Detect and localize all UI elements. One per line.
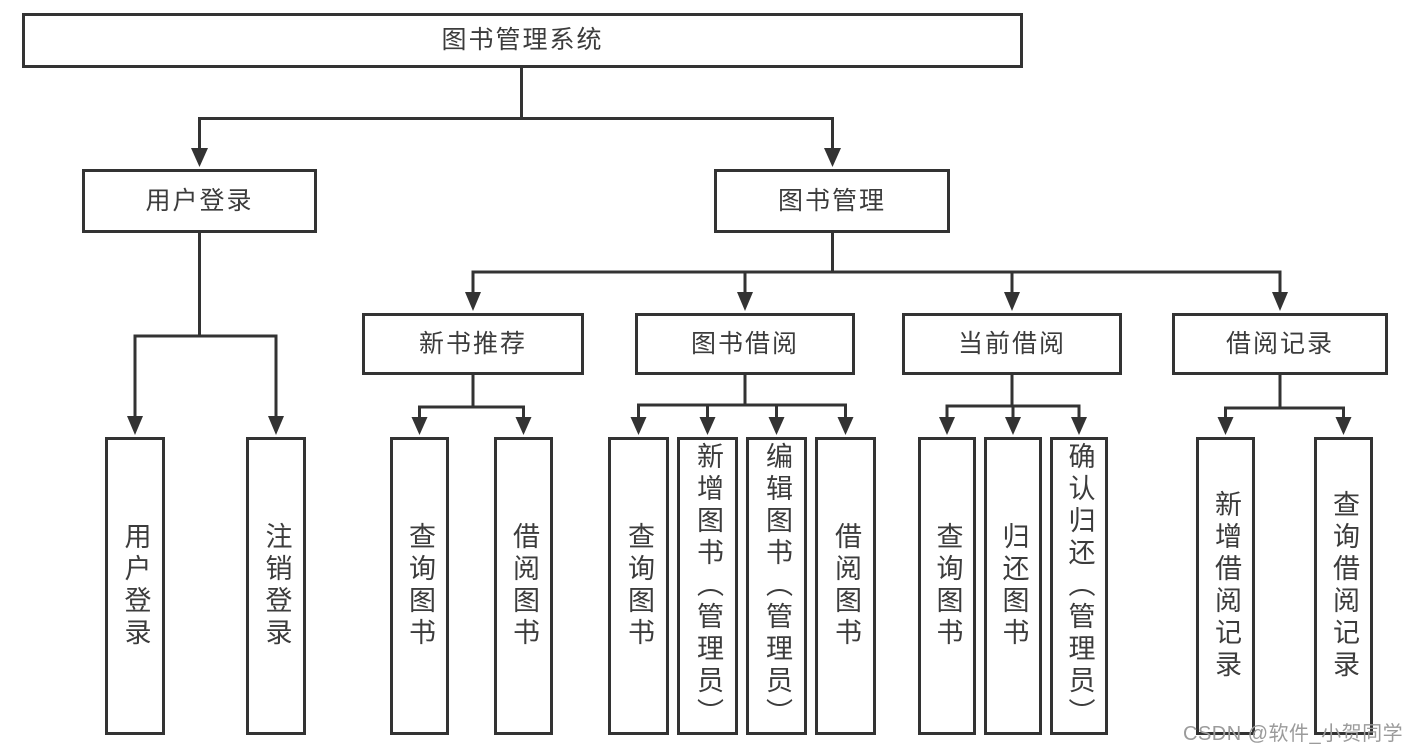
leaf-confirm-return-admin: 确认归还（管理员） (1050, 437, 1108, 735)
leaf-logout: 注销登录 (246, 437, 306, 735)
node-borrowing-records: 借阅记录 (1172, 313, 1388, 375)
csdn-watermark: CSDN @软件_小贺同学 (1183, 723, 1404, 745)
leaf-query-books-current: 查询图书 (918, 437, 976, 735)
node-new-book-recommendation: 新书推荐 (362, 313, 584, 375)
leaf-query-borrow-record: 查询借阅记录 (1314, 437, 1373, 735)
leaf-borrow-books: 借阅图书 (815, 437, 876, 735)
node-user-login: 用户登录 (82, 169, 317, 233)
connector-new-book-branch (411, 375, 532, 435)
node-root-library-system: 图书管理系统 (22, 13, 1023, 68)
leaf-add-books-admin: 新增图书（管理员） (677, 437, 738, 735)
node-book-borrowing: 图书借阅 (635, 313, 855, 375)
leaf-query-books-borrowing: 查询图书 (608, 437, 669, 735)
leaf-return-books: 归还图书 (984, 437, 1042, 735)
leaf-edit-books-admin: 编辑图书（管理员） (746, 437, 807, 735)
leaf-add-borrow-record: 新增借阅记录 (1196, 437, 1255, 735)
connector-current-borrow-branch (939, 375, 1087, 435)
connector-root-to-level2 (191, 68, 841, 167)
connector-book-management-branch (465, 233, 1288, 311)
connector-user-login-branch (127, 233, 284, 435)
connector-book-borrow-branch (630, 375, 854, 435)
node-current-borrowing: 当前借阅 (902, 313, 1122, 375)
connector-borrow-records-branch (1217, 375, 1352, 435)
leaf-borrow-books-recommendation: 借阅图书 (494, 437, 553, 735)
leaf-user-login: 用户登录 (105, 437, 165, 735)
node-book-management: 图书管理 (714, 169, 950, 233)
leaf-query-books-recommendation: 查询图书 (390, 437, 449, 735)
